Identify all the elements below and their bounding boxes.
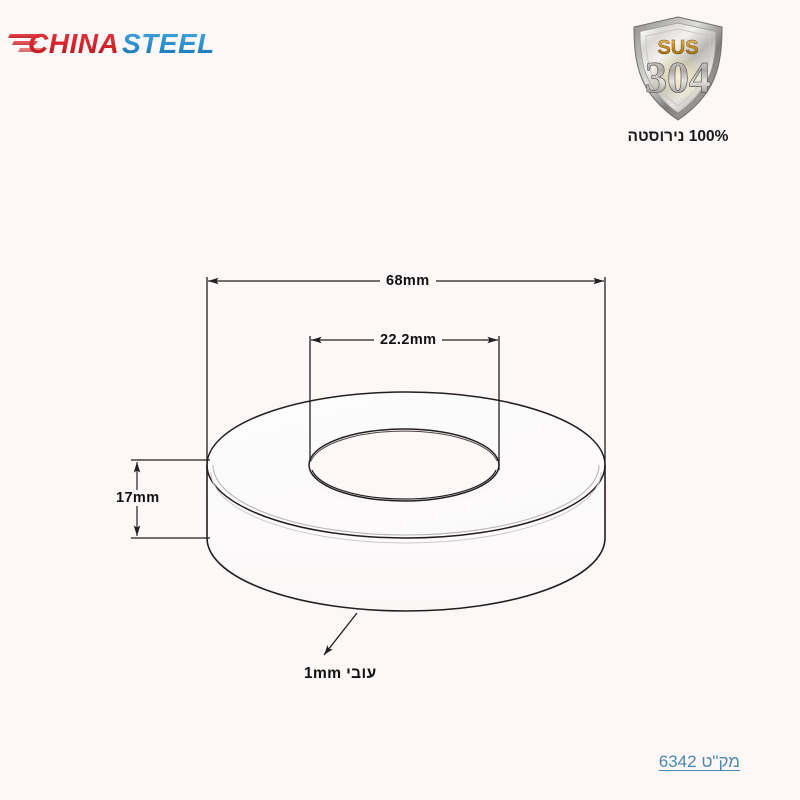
dimension-label-thickness: עובי 1mm (304, 665, 377, 683)
wall-thickness-arc-lower (210, 471, 602, 544)
dimension-label-height: 17mm (110, 490, 166, 506)
ring-solid (206, 391, 606, 612)
speed-lines-icon (8, 34, 44, 52)
badge-grade-prefix: SUS (657, 37, 698, 59)
brand-logo: CHINA STEEL (8, 18, 258, 64)
dimension-label-inner-diameter: 22.2mm (374, 332, 443, 348)
badge-grade-number: 304 (645, 53, 711, 102)
dimension-label-outer-diameter: 68mm (380, 273, 436, 289)
stainless-grade-badge: SUS 304 100% נירוסטה (618, 14, 738, 146)
brand-logo-svg: CHINA STEEL (8, 28, 215, 59)
dimension-thickness-leader (323, 612, 358, 656)
brand-word-china: CHINA (28, 28, 119, 59)
outer-bottom-edge (206, 537, 606, 612)
ring-top-face (207, 392, 605, 538)
bore-top-edge (308, 428, 500, 502)
bore-rim-arc (310, 430, 498, 462)
catalog-number-link[interactable]: מק"ט 6342 (658, 752, 740, 771)
badge-caption: 100% נירוסטה (627, 128, 729, 145)
brand-word-steel: STEEL (122, 28, 215, 59)
bore-bottom-arc (311, 469, 497, 500)
shield-icon: SUS 304 (633, 16, 723, 121)
leader-line-thickness (323, 612, 358, 656)
wall-thickness-arc-upper (212, 464, 600, 536)
ring-bore-wall (309, 465, 499, 508)
